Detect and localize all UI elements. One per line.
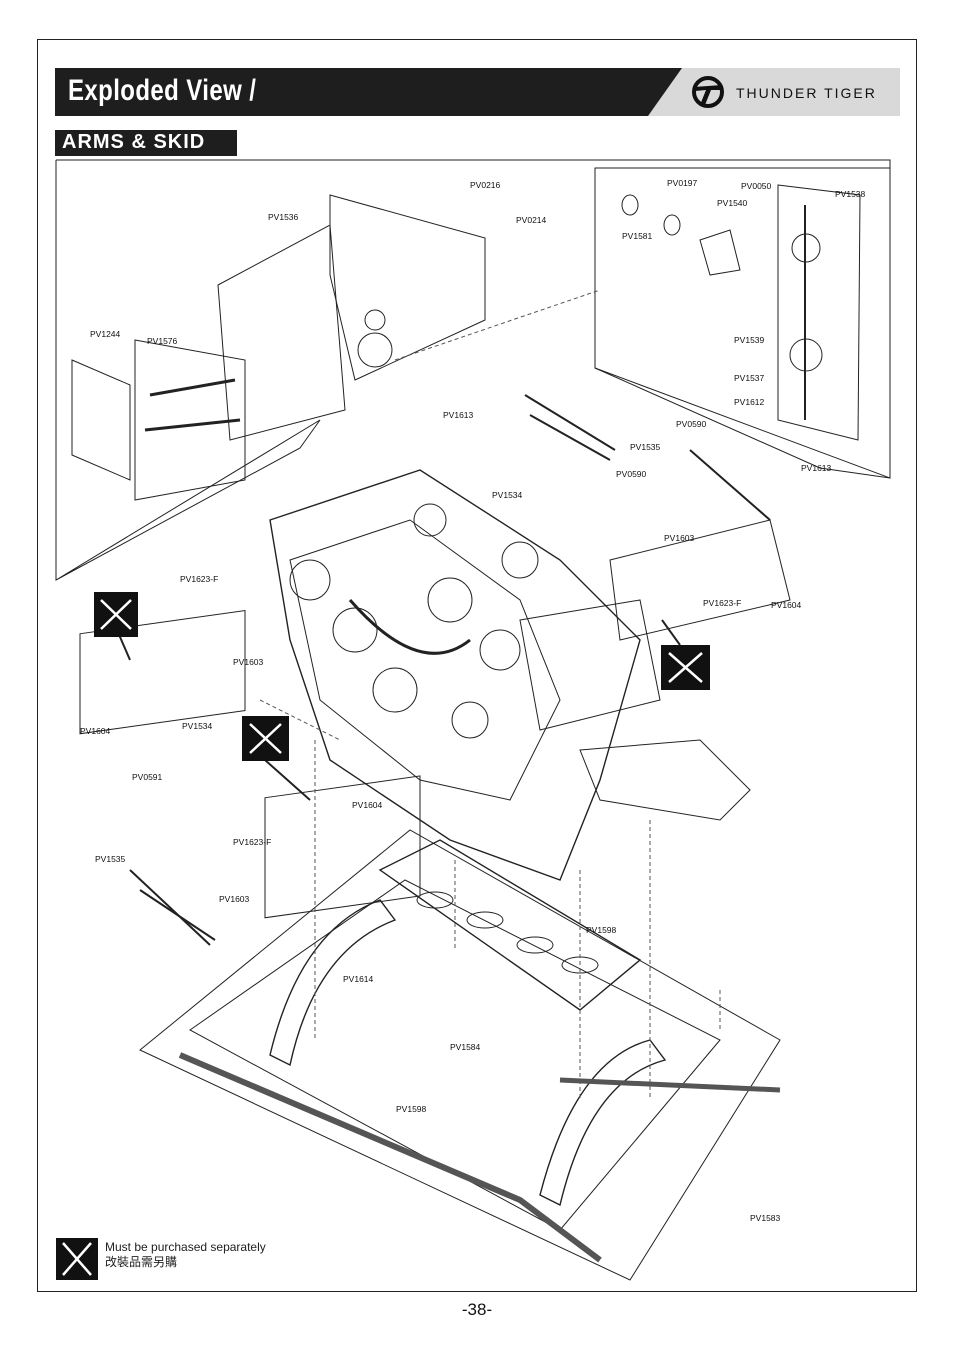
- part-label: PV1581: [622, 231, 653, 241]
- part-label: PV1623-F: [233, 837, 271, 847]
- part-label: PV1603: [219, 894, 250, 904]
- part-label: PV1603: [233, 657, 264, 667]
- x-mark-right-icon: [661, 645, 710, 690]
- part-label: PV1614: [343, 974, 374, 984]
- page-number: -38-: [461, 1300, 493, 1319]
- part-label: PV1537: [734, 373, 765, 383]
- brand-name: THUNDER TIGER: [736, 85, 877, 101]
- section-tag: [55, 130, 237, 156]
- part-label: PV1534: [492, 490, 523, 500]
- part-label: PV0590: [616, 469, 647, 479]
- page-title: Exploded View /: [68, 74, 257, 107]
- part-label: PV1583: [750, 1213, 781, 1223]
- part-label: PV1536: [268, 212, 299, 222]
- part-label: PV1598: [586, 925, 617, 935]
- legend-text: Must be purchased separately 改裝品需另購: [105, 1240, 266, 1270]
- part-label: PV1623-F: [180, 574, 218, 584]
- part-label: PV1534: [182, 721, 213, 731]
- part-label: PV1613: [443, 410, 474, 420]
- part-label: PV1613: [801, 463, 832, 473]
- part-label: PV0214: [516, 215, 547, 225]
- section-title: ARMS & SKID: [62, 131, 206, 153]
- page-frame: [37, 39, 917, 1292]
- part-label: PV1244: [90, 329, 121, 339]
- part-label: PV1538: [835, 189, 866, 199]
- part-label: PV1603: [664, 533, 695, 543]
- thunder-tiger-logo-icon: [692, 76, 724, 108]
- part-label: PV1540: [717, 198, 748, 208]
- part-label: PV0050: [741, 181, 772, 191]
- part-label: PV0197: [667, 178, 698, 188]
- x-mark-left-icon: [94, 592, 138, 637]
- part-label: PV1584: [450, 1042, 481, 1052]
- part-label: PV1604: [80, 726, 111, 736]
- part-label: PV1604: [771, 600, 802, 610]
- x-mark-middle-icon: [242, 716, 289, 761]
- part-label: PV0590: [676, 419, 707, 429]
- part-label: PV0591: [132, 772, 163, 782]
- part-label: PV1604: [352, 800, 383, 810]
- legend-line-2: 改裝品需另購: [105, 1255, 178, 1269]
- part-label: PV1535: [95, 854, 126, 864]
- part-label: PV1598: [396, 1104, 427, 1114]
- x-legend-icon: [56, 1238, 98, 1280]
- part-label: PV1576: [147, 336, 178, 346]
- legend-line-1: Must be purchased separately: [105, 1240, 266, 1254]
- part-label: PV1612: [734, 397, 765, 407]
- part-label: PV1623-F: [703, 598, 741, 608]
- part-label: PV1539: [734, 335, 765, 345]
- part-label: PV0216: [470, 180, 501, 190]
- brand-panel: [648, 68, 900, 116]
- part-label: PV1535: [630, 442, 661, 452]
